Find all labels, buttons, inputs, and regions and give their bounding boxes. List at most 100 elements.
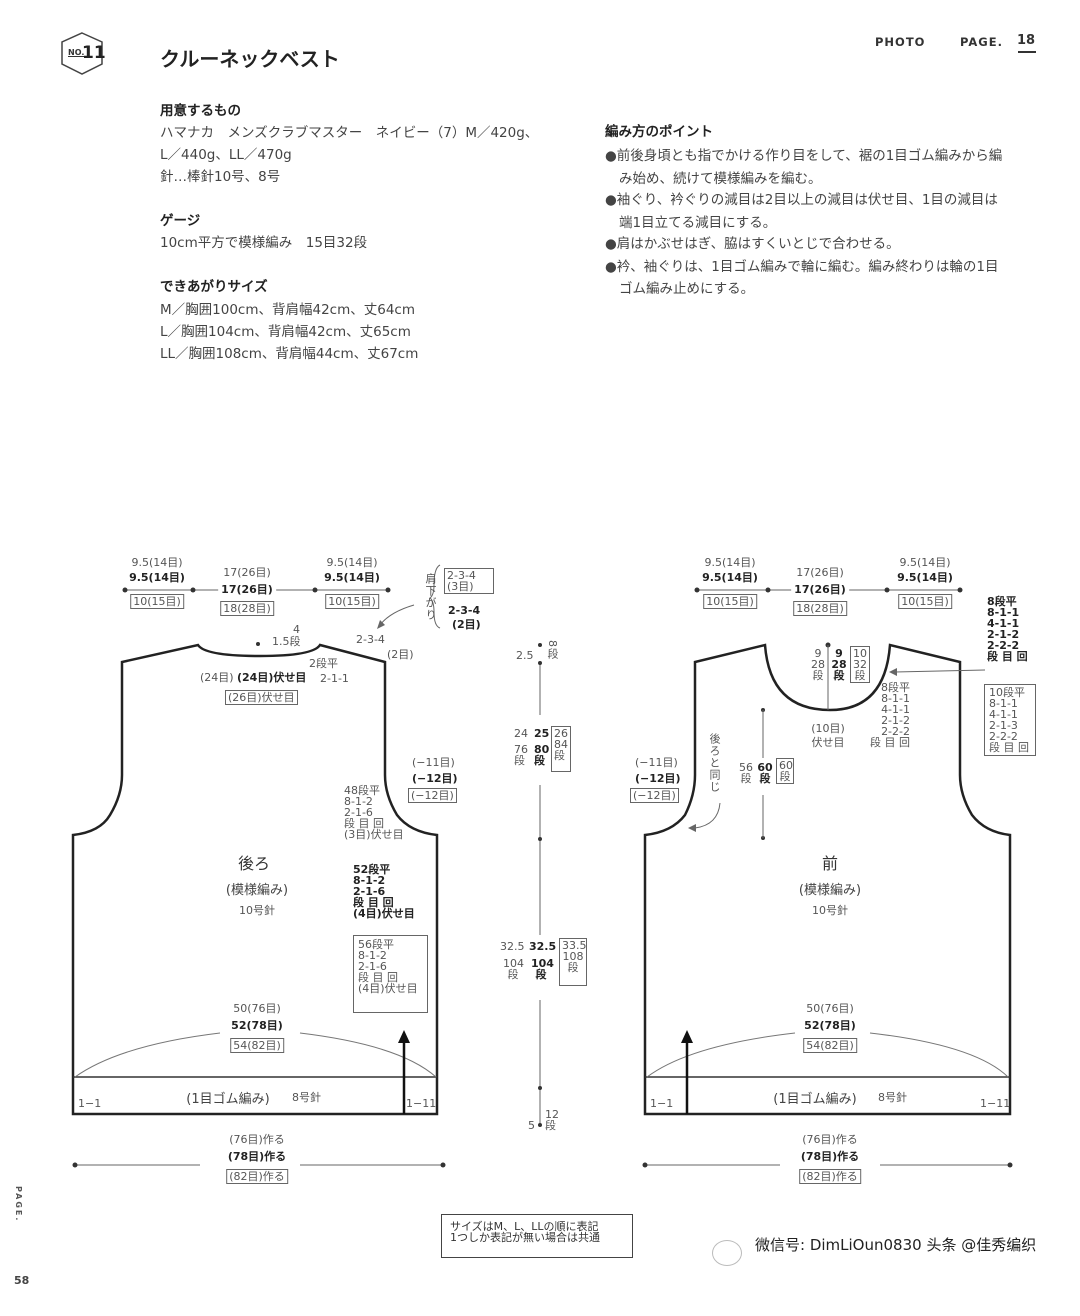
front-armhole-dec-l: (−12目) xyxy=(635,772,681,785)
slope-l-rule: 2-3-4 xyxy=(448,604,481,617)
value: 10 xyxy=(853,647,867,660)
rule-line: 2-1-6 xyxy=(344,806,373,819)
pattern-number: 11 xyxy=(82,43,106,63)
points-line: ●衿、袖ぐりは、1目ゴム編みで輪に編む。編み終わりは輪の1目 xyxy=(605,259,999,275)
rule-line: 段 目 回 xyxy=(987,650,1028,663)
points-heading: 編み方のポイント xyxy=(605,124,713,140)
neck-depth: 1.5段 xyxy=(272,635,301,648)
value: 33.5 xyxy=(562,939,587,952)
rule-line: 8段平 xyxy=(987,595,1017,608)
rule-line: 段 目 回 xyxy=(989,741,1029,754)
photo-label: PHOTO xyxy=(875,35,926,49)
front-width-m: 50(76目) xyxy=(806,1002,854,1015)
rule-line: 2-1-2 xyxy=(987,628,1020,641)
shoulder-slope-label: 肩下がり xyxy=(424,573,437,621)
back-shoulder-m: 9.5(14目) xyxy=(131,556,183,569)
points-line: ●肩はかぶせはぎ、脇はすくいとじで合わせる。 xyxy=(605,236,900,252)
back-piece-name: 後ろ xyxy=(237,854,271,873)
materials-line: 針…棒針10号、8号 xyxy=(160,169,281,185)
armhole-rows-l: 80段 xyxy=(534,743,550,767)
back-shoulder-m-right: 9.5(14目) xyxy=(326,556,378,569)
page-title: クルーネックベスト xyxy=(160,47,340,71)
back-neck-m: 17(26目) xyxy=(223,566,271,579)
front-shoulder-l-right: 9.5(14目) xyxy=(897,571,953,584)
rule-line: 52段平 xyxy=(353,863,391,876)
rule-line: 2-1-6 xyxy=(358,960,387,973)
materials-line: ハマナカ メンズクラブマスター ネイビー（7）M／420g、 xyxy=(160,125,539,141)
back-width-ll: 54(82目) xyxy=(230,1038,284,1053)
gauge-line: 10cm平方で模様編み 15目32段 xyxy=(160,235,368,251)
materials-line: L／440g、LL／470g xyxy=(160,147,292,163)
gauge-heading: ゲージ xyxy=(160,213,201,229)
rule-line: 8-1-2 xyxy=(358,949,387,962)
front-piece-name: 前 xyxy=(821,854,839,873)
body-rows-l: 104段 xyxy=(531,957,554,981)
size-line: M／胸囲100cm、背肩幅42cm、丈64cm xyxy=(160,302,415,318)
back-rib-needle: 8号針 xyxy=(292,1091,321,1104)
front-rib-left: 1−1 xyxy=(650,1097,674,1110)
rule-line: 段 目 回 xyxy=(344,817,384,830)
shoulder-height: 2.5 xyxy=(516,649,534,662)
side-page-label: PAGE. xyxy=(14,1186,23,1223)
rule-line: 8-1-1 xyxy=(881,692,910,705)
rule-line: 10段平 xyxy=(989,686,1025,699)
front-shoulder-l: 9.5(14目) xyxy=(702,571,758,584)
rule-line: 8-1-1 xyxy=(989,697,1018,710)
rows: 28段 xyxy=(831,658,847,682)
body-rows-m: 104段 xyxy=(503,957,524,981)
rule-line: 4-1-1 xyxy=(881,703,910,716)
armhole-height-m: 24 xyxy=(514,727,528,740)
back-rib-left: 1−1 xyxy=(78,1097,102,1110)
size-note-box: サイズはM、L、LLの順に表記 1つしか表記が無い場合は共通 xyxy=(441,1214,633,1258)
neck-bind-m: (24目) xyxy=(200,671,234,684)
front-rib-right: 1−11 xyxy=(980,1097,1011,1110)
materials-heading: 用意するもの xyxy=(160,103,241,119)
back-piece-outline xyxy=(71,643,439,1116)
same-as-back-label: 後ろと同じ xyxy=(708,733,721,793)
rule-line: (4目)伏せ目 xyxy=(353,907,415,920)
back-needle: 10号針 xyxy=(239,904,275,917)
back-shoulder-ll-right: 10(15目) xyxy=(325,594,379,609)
front-arm-rows-m: 56段 xyxy=(739,761,753,785)
body-height-l: 32.5 xyxy=(529,940,557,953)
slope-ll-rule: 2-3-4 xyxy=(447,569,476,582)
front-neck-ll: 18(28目) xyxy=(793,601,847,616)
front-neck-l: 17(26目) xyxy=(791,584,849,595)
rule-line: 段 目 回 xyxy=(353,896,394,909)
front-cast-on-ll: (82目)作る xyxy=(799,1169,861,1184)
size-heading: できあがりサイズ xyxy=(160,279,268,295)
size-line: LL／胸囲108cm、背肩幅44cm、丈67cm xyxy=(160,346,419,362)
note-line: 1つしか表記が無い場合は共通 xyxy=(450,1231,600,1244)
front-neck-m: 17(26目) xyxy=(796,566,844,579)
front-rib-label: (1目ゴム編み) xyxy=(773,1092,857,1107)
shoulder-rows: 8段 xyxy=(546,640,559,660)
photo-page-number: 18 xyxy=(1017,33,1036,48)
rows: 32段 xyxy=(853,658,867,682)
number-prefix: NO. xyxy=(68,48,85,57)
front-shoulder-m: 9.5(14目) xyxy=(704,556,756,569)
front-neck-bind-count: (10目) xyxy=(811,722,845,735)
armhole-rows-m: 76段 xyxy=(514,743,528,767)
front-shoulder-ll: 10(15目) xyxy=(703,594,757,609)
back-cast-on-ll: (82目)作る xyxy=(226,1169,288,1184)
slope-l-stitches: (2目) xyxy=(452,618,481,631)
back-shoulder-ll: 10(15目) xyxy=(130,594,184,609)
rule-line: 2-2-2 xyxy=(989,730,1018,743)
front-shoulder-ll-right: 10(15目) xyxy=(898,594,952,609)
rule-line: 4-1-1 xyxy=(989,708,1018,721)
note-line: サイズはM、L、LLの順に表記 xyxy=(450,1220,599,1233)
rule-line: 8段平 xyxy=(881,681,910,694)
rule-line: 2-2-2 xyxy=(881,725,910,738)
front-armhole-dec-m: (−11目) xyxy=(635,756,678,769)
front-cast-on-l: (78目)作る xyxy=(800,1150,860,1163)
wechat-icon xyxy=(712,1240,742,1266)
rule-line: 48段平 xyxy=(344,784,380,797)
rule-line: 段 目 回 xyxy=(358,971,398,984)
